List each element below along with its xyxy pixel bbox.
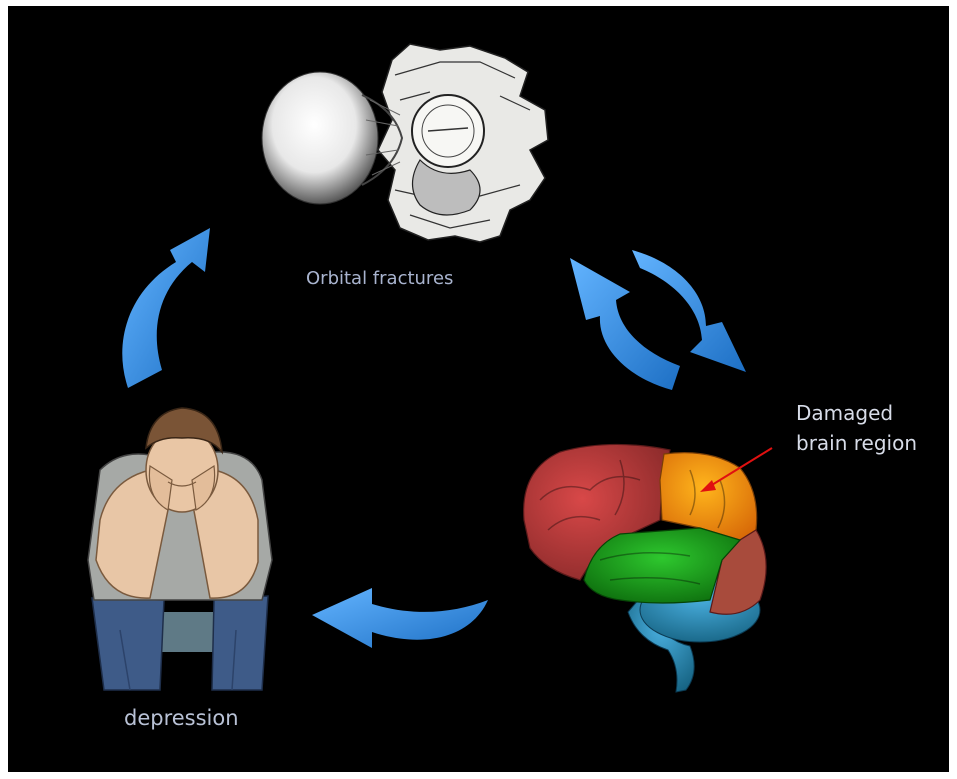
orbital-fractures-label: Orbital fractures bbox=[306, 268, 454, 289]
arrow-brain-to-orbital bbox=[570, 258, 680, 390]
arrow-depression-to-orbital bbox=[122, 228, 210, 388]
damaged-brain-label-line2: brain region bbox=[796, 431, 918, 455]
depression-label: depression bbox=[124, 706, 239, 730]
depressed-man-illustration bbox=[87, 407, 273, 691]
arrow-orbital-to-brain bbox=[632, 250, 746, 372]
brain-illustration bbox=[523, 443, 767, 693]
damaged-brain-label-line1: Damaged bbox=[796, 401, 894, 425]
arrow-brain-to-depression bbox=[312, 588, 488, 648]
damaged-brain-region-label: Damaged brain region bbox=[796, 398, 917, 458]
eye-socket-illustration bbox=[261, 43, 549, 243]
damaged-region-pointer bbox=[700, 447, 773, 492]
